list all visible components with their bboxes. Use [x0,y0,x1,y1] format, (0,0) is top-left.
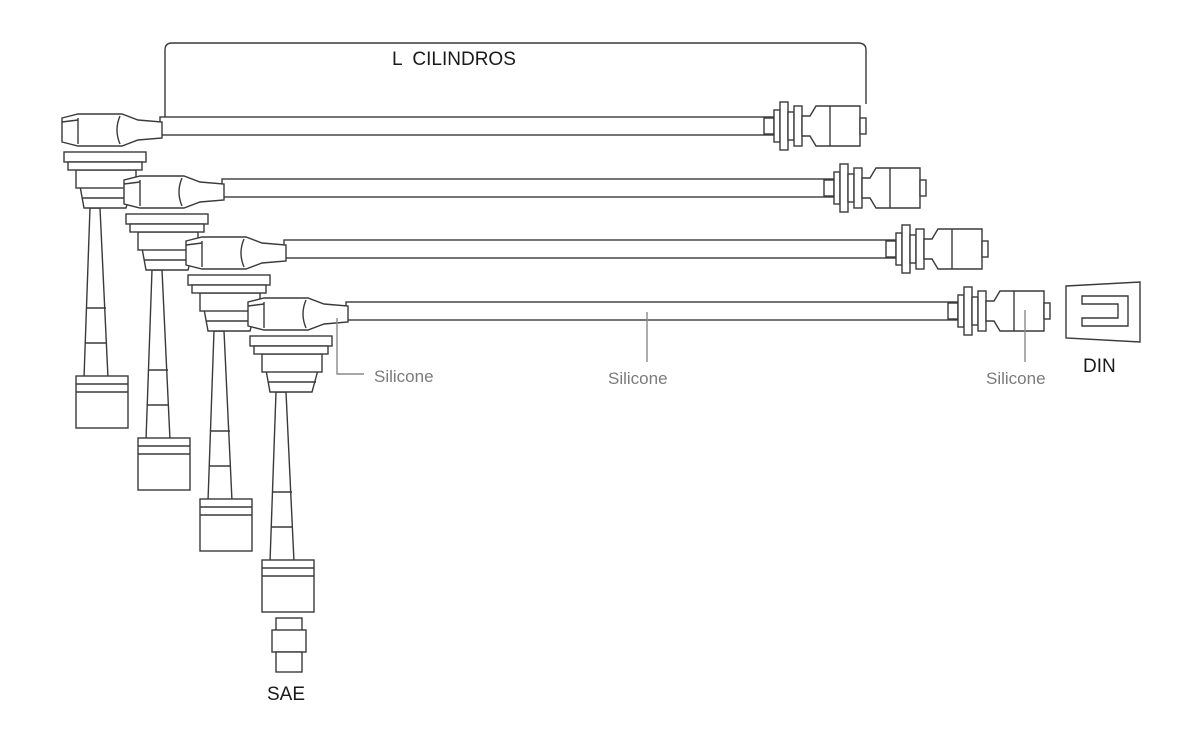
wire-silicone-label: Silicone [608,369,668,388]
cable-1 [61,101,867,429]
cable-2-wire [221,178,837,198]
cable-4-boot [247,297,349,613]
boot-silicone-label: Silicone [374,367,434,386]
terminal-silicone-label: Silicone [986,369,1046,388]
cable-3 [185,224,989,552]
cable-3-terminal [885,224,989,274]
cable-1-wire [159,116,775,136]
cable-4-wire [345,301,961,321]
title-bracket [164,42,867,130]
sae-label: SAE [267,684,305,705]
cable-4-terminal [947,286,1051,336]
cable-3-wire [283,239,899,259]
cable-1-terminal [763,101,867,151]
cable-1-boot [61,113,163,429]
cable-2-terminal [823,163,927,213]
boot-silicone-leader [336,318,364,375]
din-connector [1065,281,1141,343]
cable-4 [247,286,1051,613]
sae-plug [271,617,307,673]
din-label: DIN [1083,356,1116,377]
cable-2-boot [123,175,225,491]
cable-3-boot [185,236,287,552]
cable-2 [123,163,927,491]
diagram-title: L CILINDROS [392,49,516,70]
